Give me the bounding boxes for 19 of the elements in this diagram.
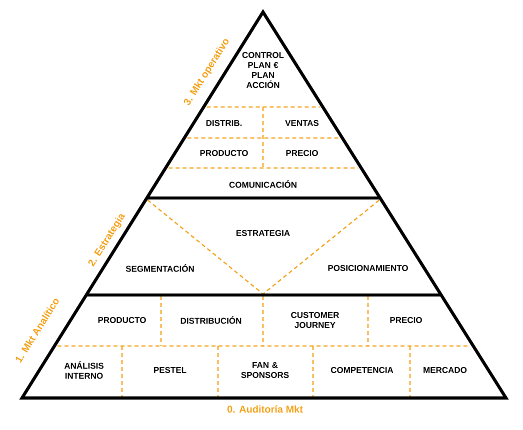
cell-label: COMPETENCIA <box>330 366 394 373</box>
cell-label: POSICIONAMIENTO <box>328 264 408 271</box>
layer-label: 0. Auditoría Mkt <box>227 405 303 413</box>
cell-label: PRECIO <box>390 316 422 323</box>
cell-label: PRECIO <box>286 150 318 156</box>
cell-label: ANÁLISIS INTERNO <box>64 361 104 379</box>
cell-label: FAN & SPONSORS <box>241 362 289 378</box>
cell-label: DISTRIB. <box>206 120 242 126</box>
cell-label: CUSTOMER JOURNEY <box>291 312 340 328</box>
cell-label: COMUNICACIÓN <box>229 180 296 188</box>
cell-label: PESTEL <box>154 366 186 373</box>
cell-label: MERCADO <box>424 366 467 373</box>
cell-label: DISTRIBUCIÓN <box>180 316 242 324</box>
cell-label: CONTROL PLAN € PLAN ACCIÓN <box>242 52 284 88</box>
cell-label: VENTAS <box>285 120 319 126</box>
cell-label: PRODUCTO <box>200 150 248 156</box>
cell-label: PRODUCTO <box>98 316 146 323</box>
cell-label: ESTRATEGIA <box>236 230 290 236</box>
cell-label: SEGMENTACIÓN <box>126 264 194 272</box>
